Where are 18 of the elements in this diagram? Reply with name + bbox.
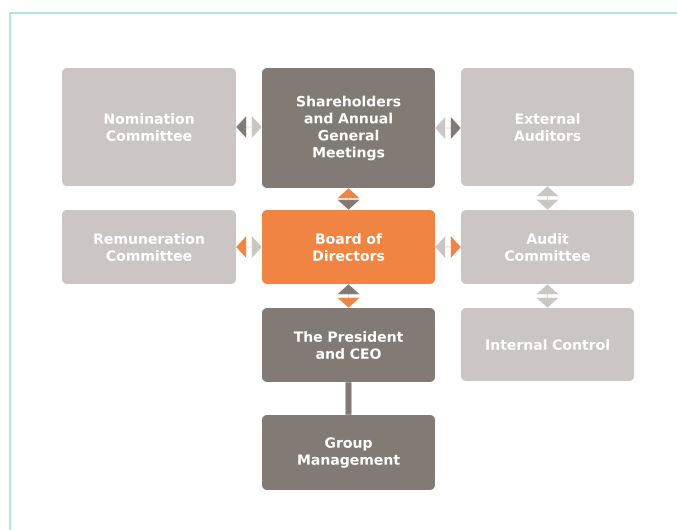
org-box: The President and CEO [262,308,435,382]
connector [337,284,360,308]
org-box: Group Management [262,415,435,490]
org-box: Board of Directors [262,210,435,284]
connector [236,116,262,138]
org-box: External Auditors [461,68,634,186]
connector [536,284,559,308]
connector [346,382,352,415]
org-box: Shareholders and Annual General Meetings [262,68,435,188]
connector [536,186,559,210]
org-box: Nomination Committee [62,68,236,186]
connector [435,116,461,140]
org-box: Remuneration Committee [62,210,236,284]
connector [236,236,262,258]
org-box: Internal Control [461,308,634,381]
org-box: Audit Committee [461,210,634,284]
connector [337,188,360,210]
connector [435,236,461,258]
